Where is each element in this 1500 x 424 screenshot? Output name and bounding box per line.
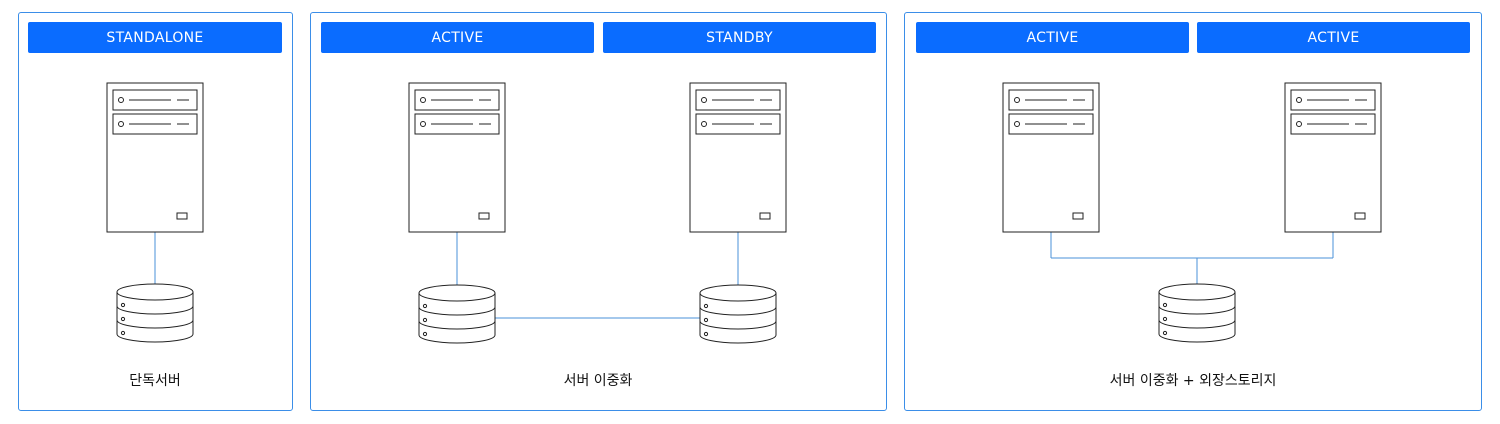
panel-server-redundancy (310, 12, 887, 411)
server-tower-icon (408, 82, 506, 233)
server-tower-icon (106, 82, 204, 233)
caption-redundancy-external-storage: 서버 이중화 + 외장스토리지 (1109, 373, 1277, 389)
badge-active: ACTIVE (1197, 22, 1470, 53)
badge-standby: STANDBY (603, 22, 876, 53)
badge-active: ACTIVE (916, 22, 1189, 53)
database-icon (1158, 283, 1236, 343)
database-icon (418, 284, 496, 344)
database-icon (699, 284, 777, 344)
server-tower-icon (689, 82, 787, 233)
panel-redundancy-external-storage (904, 12, 1482, 411)
badge-active: ACTIVE (321, 22, 594, 53)
server-tower-icon (1002, 82, 1100, 233)
badge-standalone: STANDALONE (28, 22, 282, 53)
connection-lines (154, 232, 1334, 319)
server-tower-icon (1284, 82, 1382, 233)
caption-standalone: 단독서버 (129, 373, 181, 389)
database-icon (116, 283, 194, 343)
caption-server-redundancy: 서버 이중화 (563, 373, 633, 389)
